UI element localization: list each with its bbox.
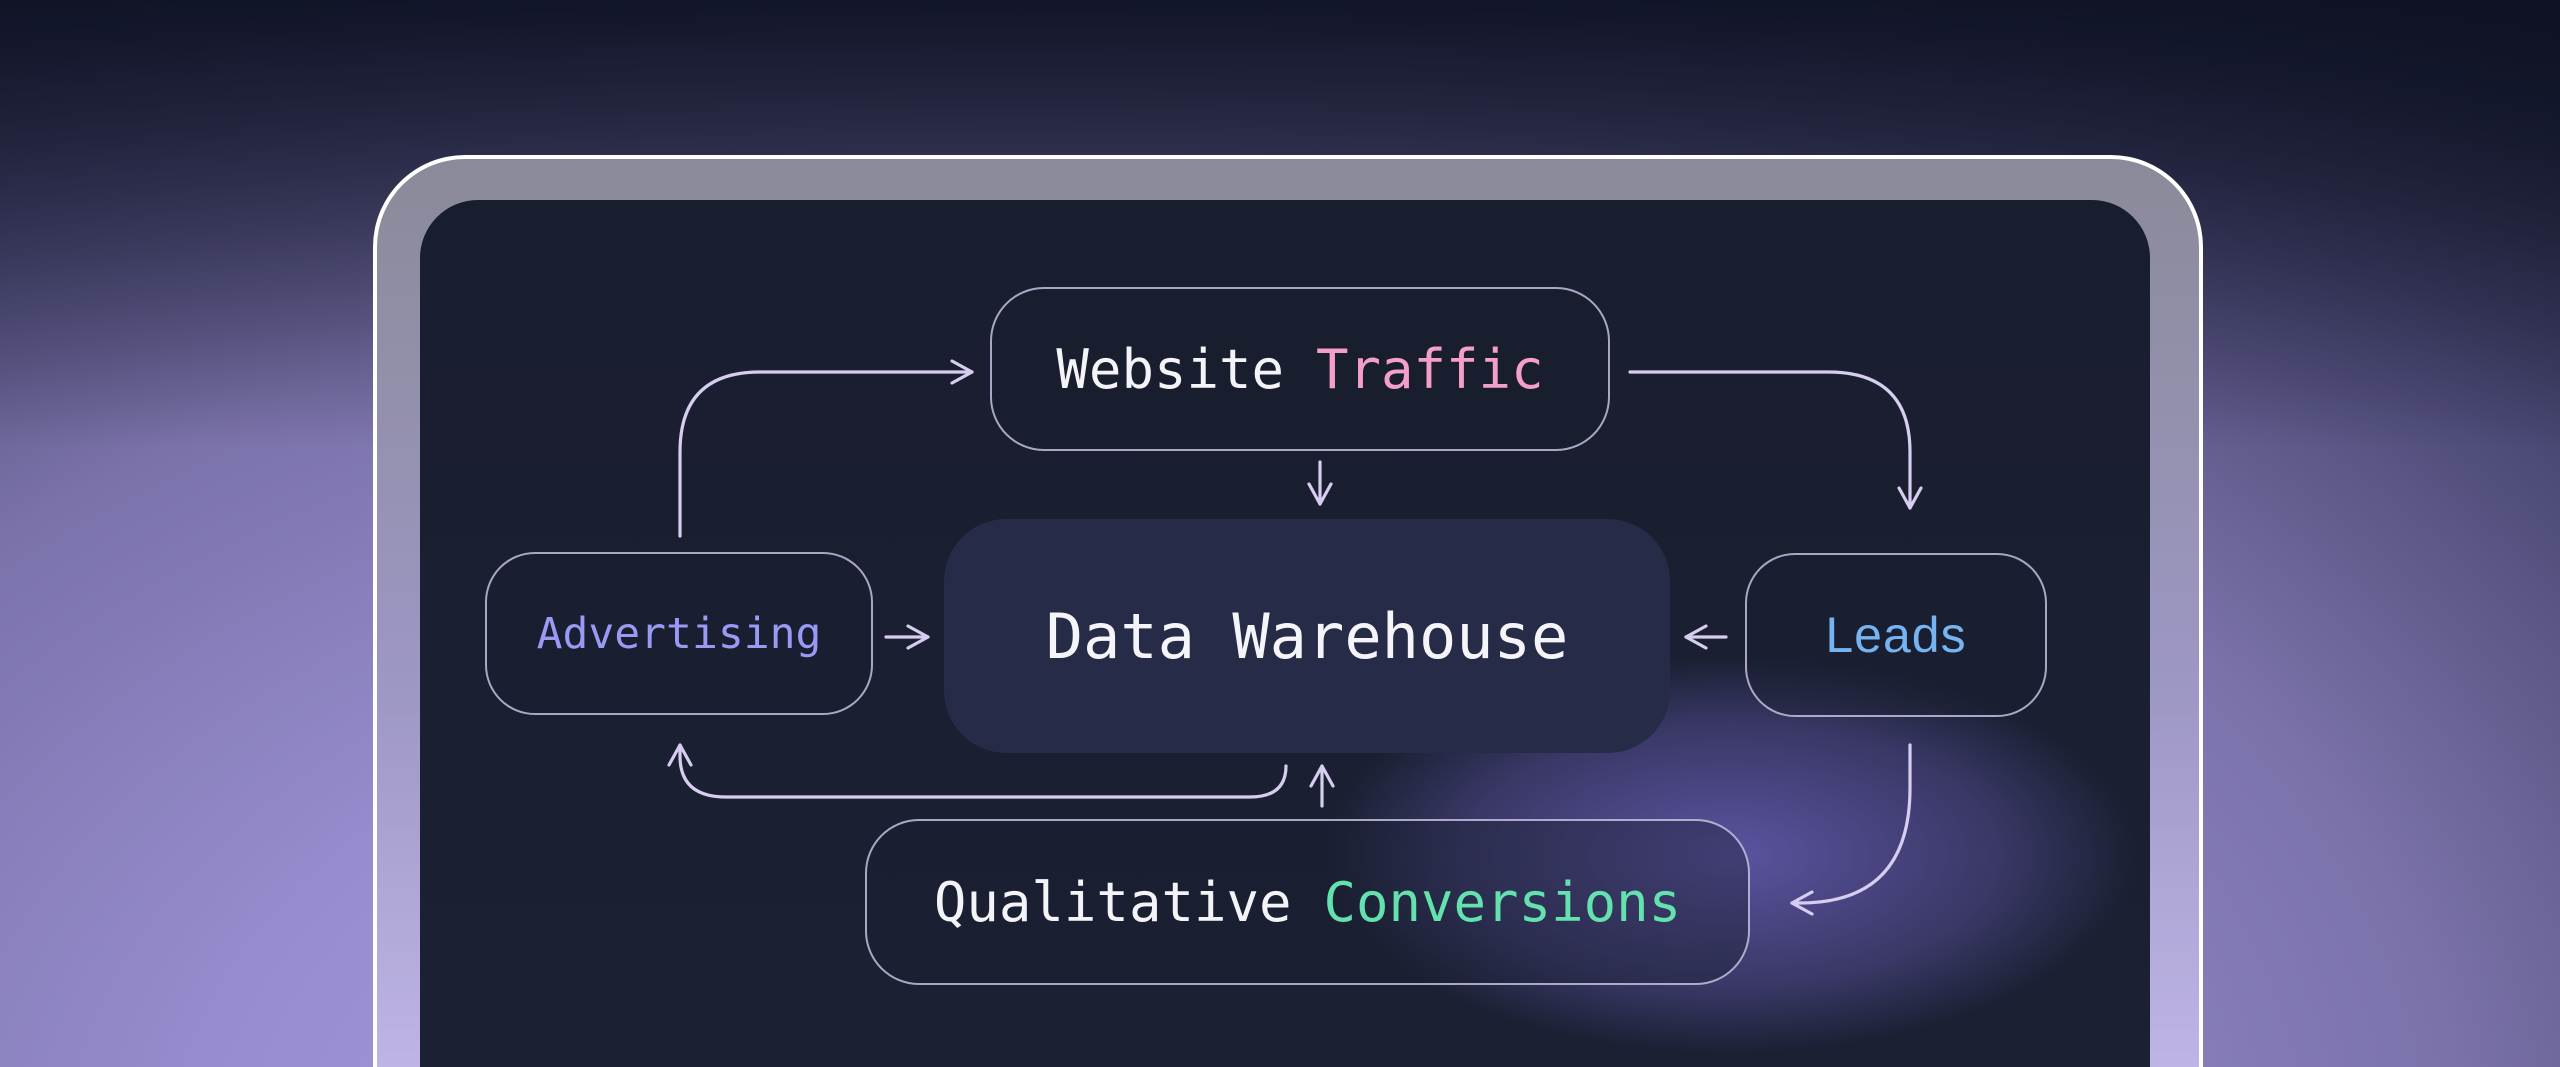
website-traffic-label-primary: Website [1056, 337, 1284, 401]
node-qualitative-conversions: Qualitative Conversions [865, 819, 1750, 985]
leads-label: Leads [1825, 607, 1967, 663]
website-traffic-label-accent: Traffic [1316, 337, 1544, 401]
qualitative-conversions-label-accent: Conversions [1323, 870, 1682, 934]
node-data-warehouse: Data Warehouse [944, 519, 1670, 753]
node-advertising: Advertising [485, 552, 873, 715]
data-warehouse-label: Data Warehouse [1045, 599, 1569, 673]
advertising-label: Advertising [536, 608, 822, 659]
node-leads: Leads [1745, 553, 2047, 717]
qualitative-conversions-label-primary: Qualitative [933, 870, 1292, 934]
node-website-traffic: Website Traffic [990, 287, 1610, 451]
